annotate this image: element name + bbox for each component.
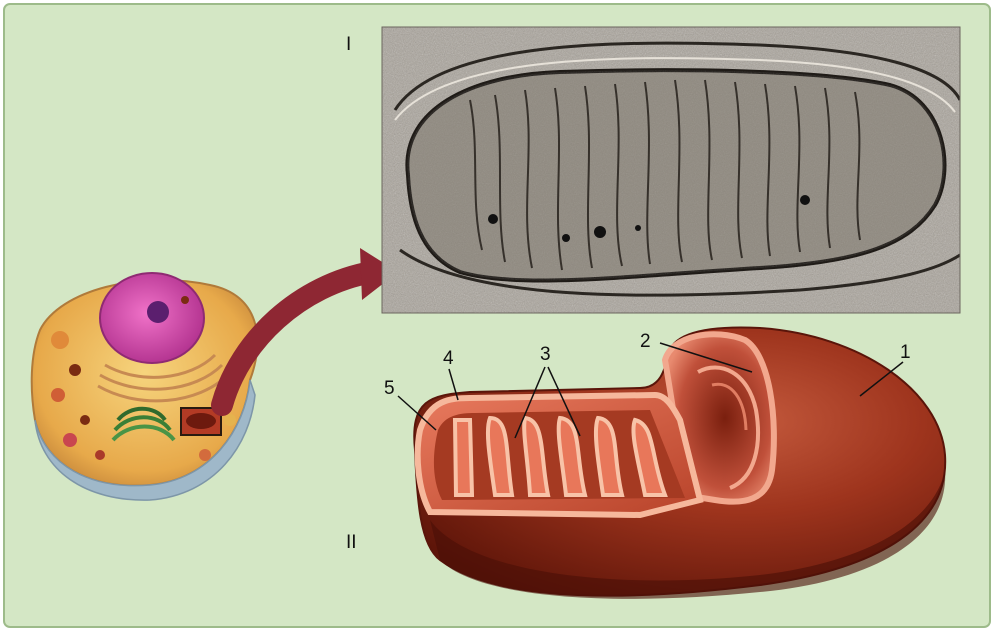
electron-micrograph — [382, 27, 960, 313]
structure-label-2: 2 — [640, 331, 651, 352]
nucleolus — [147, 301, 169, 323]
panel-label-I: I — [346, 34, 351, 55]
structure-label-5: 5 — [384, 378, 395, 399]
structure-label-4: 4 — [443, 348, 454, 369]
panel-label-II: II — [346, 532, 357, 553]
structure-label-1: 1 — [900, 342, 911, 363]
structure-label-3: 3 — [540, 344, 551, 365]
